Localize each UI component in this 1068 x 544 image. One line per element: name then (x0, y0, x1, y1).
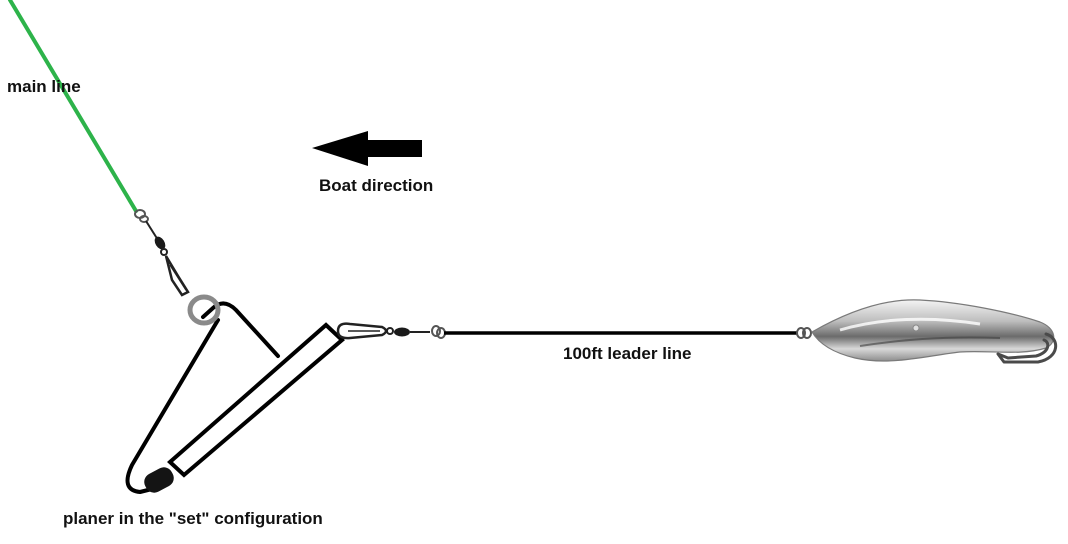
planer-wire-arm (201, 301, 280, 358)
main-line-knot (134, 209, 149, 223)
main-line-label: main line (7, 77, 81, 96)
leader-line-label: 100ft leader line (563, 344, 692, 363)
planer-label: planer in the "set" configuration (63, 509, 323, 528)
main-line (8, 0, 138, 213)
leader-knot-start (431, 325, 446, 339)
leader-knot-end (796, 327, 812, 339)
boat-direction-label: Boat direction (319, 176, 434, 195)
rear-swivel (386, 327, 430, 337)
lure-hook (996, 332, 1057, 364)
boat-direction-arrow (312, 131, 422, 166)
planer-release-clip (144, 467, 174, 493)
spoon-lure (811, 299, 1055, 362)
planer-body (167, 322, 345, 478)
planer-ring (187, 294, 221, 326)
upper-snap (164, 255, 190, 297)
rear-snap (336, 322, 388, 340)
planer-wire-lower (125, 318, 220, 494)
upper-swivel (145, 220, 168, 256)
